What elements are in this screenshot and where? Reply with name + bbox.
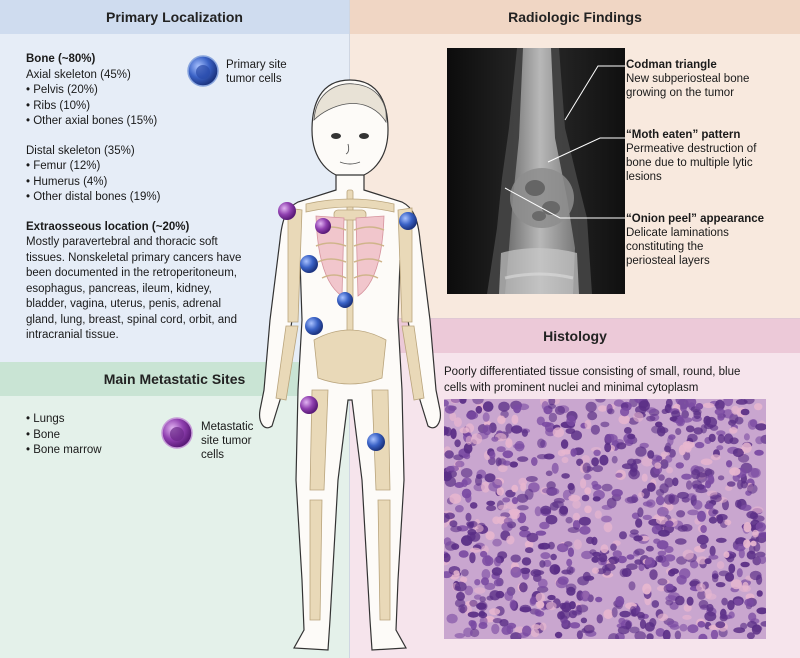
- axial-item: • Other axial bones (15%): [26, 115, 158, 127]
- extraosseous-line: gland, lung, breast, spinal cord, orbit,…: [26, 313, 237, 326]
- metastatic-legend-line: Metastatic: [201, 421, 254, 433]
- extraosseous-line: esophagus, pancreas, ileum, kidney,: [26, 282, 212, 295]
- annotation-line: lesions: [626, 171, 662, 183]
- radiologic-title: Radiologic Findings: [350, 0, 800, 34]
- metastatic-item: • Lungs: [26, 413, 65, 425]
- annotation-line: New subperiosteal bone: [626, 73, 750, 85]
- primary-cell-icon: [187, 55, 219, 87]
- metastatic-marker: [278, 202, 296, 220]
- metastatic-cell-icon: [161, 417, 193, 449]
- extraosseous-line: been documented in the retroperitoneum,: [26, 267, 237, 279]
- annotation-line: growing on the tumor: [626, 87, 735, 99]
- onion-peel-annotation: “Onion peel” appearance Delicate laminat…: [626, 212, 764, 268]
- annotation-line: bone due to multiple lytic: [626, 157, 753, 169]
- annotation-title: “Onion peel” appearance: [626, 213, 765, 225]
- metastatic-legend: Metastatic site tumor cells: [201, 420, 253, 462]
- distal-item: • Femur (12%): [26, 160, 101, 172]
- metastatic-list: • Lungs • Bone • Bone marrow: [26, 412, 102, 459]
- annotation-line: Delicate laminations: [626, 227, 729, 239]
- primary-marker: [367, 433, 385, 451]
- axial-heading: Axial skeleton (45%): [26, 68, 131, 81]
- distal-heading: Distal skeleton (35%): [26, 144, 135, 157]
- moth-eaten-annotation: “Moth eaten” pattern Permeative destruct…: [626, 128, 756, 184]
- extraosseous-line: intracranial tissue.: [26, 329, 119, 341]
- primary-legend-line: tumor cells: [226, 73, 282, 85]
- metastatic-item: • Bone marrow: [26, 444, 102, 456]
- codman-annotation: Codman triangle New subperiosteal bone g…: [626, 58, 749, 100]
- histology-image: [444, 399, 766, 639]
- annotation-title: Codman triangle: [626, 59, 717, 71]
- histology-caption-line: cells with prominent nuclei and minimal …: [444, 381, 699, 394]
- child-figure: [259, 79, 441, 651]
- distal-item: • Other distal bones (19%): [26, 191, 161, 203]
- distal-item: • Humerus (4%): [26, 175, 108, 188]
- primary-localization-title: Primary Localization: [0, 0, 349, 34]
- annotation-line: constituting the: [626, 241, 704, 253]
- primary-localization-panel: Primary Localization Bone (~80%) Axial s…: [0, 0, 350, 362]
- extraosseous-line: bladder, vagina, uterus, penis, adrenal: [26, 298, 221, 310]
- annotation-line: periosteal layers: [626, 255, 710, 267]
- primary-marker: [399, 212, 417, 230]
- extraosseous-line: Mostly paravertebral and thoracic soft: [26, 236, 218, 248]
- metastatic-item: • Bone: [26, 428, 61, 441]
- metastatic-legend-line: site tumor: [201, 435, 252, 447]
- extraosseous-line: tissues. Nonskeletal primary cancers hav…: [26, 251, 242, 264]
- metastatic-legend-line: cells: [201, 449, 225, 461]
- primary-text: Bone (~80%) Axial skeleton (45%) • Pelvi…: [26, 52, 241, 344]
- primary-legend: Primary site tumor cells: [226, 58, 287, 86]
- xray-image: [447, 48, 625, 294]
- metastatic-marker: [315, 218, 331, 234]
- metastatic-panel: Main Metastatic Sites • Lungs • Bone • B…: [0, 362, 350, 658]
- primary-legend-line: Primary site: [226, 59, 287, 71]
- histology-caption: Poorly differentiated tissue consisting …: [444, 365, 740, 396]
- primary-marker: [337, 292, 353, 308]
- extraosseous-heading: Extraosseous location (~20%): [26, 220, 190, 233]
- axial-item: • Ribs (10%): [26, 99, 91, 112]
- metastatic-marker: [300, 396, 318, 414]
- primary-marker: [305, 317, 323, 335]
- annotation-title: “Moth eaten” pattern: [626, 129, 741, 141]
- histology-caption-line: Poorly differentiated tissue consisting …: [444, 366, 741, 378]
- bone-heading: Bone (~80%): [26, 53, 96, 65]
- axial-item: • Pelvis (20%): [26, 84, 98, 96]
- primary-marker: [300, 255, 318, 273]
- annotation-line: Permeative destruction of: [626, 143, 757, 155]
